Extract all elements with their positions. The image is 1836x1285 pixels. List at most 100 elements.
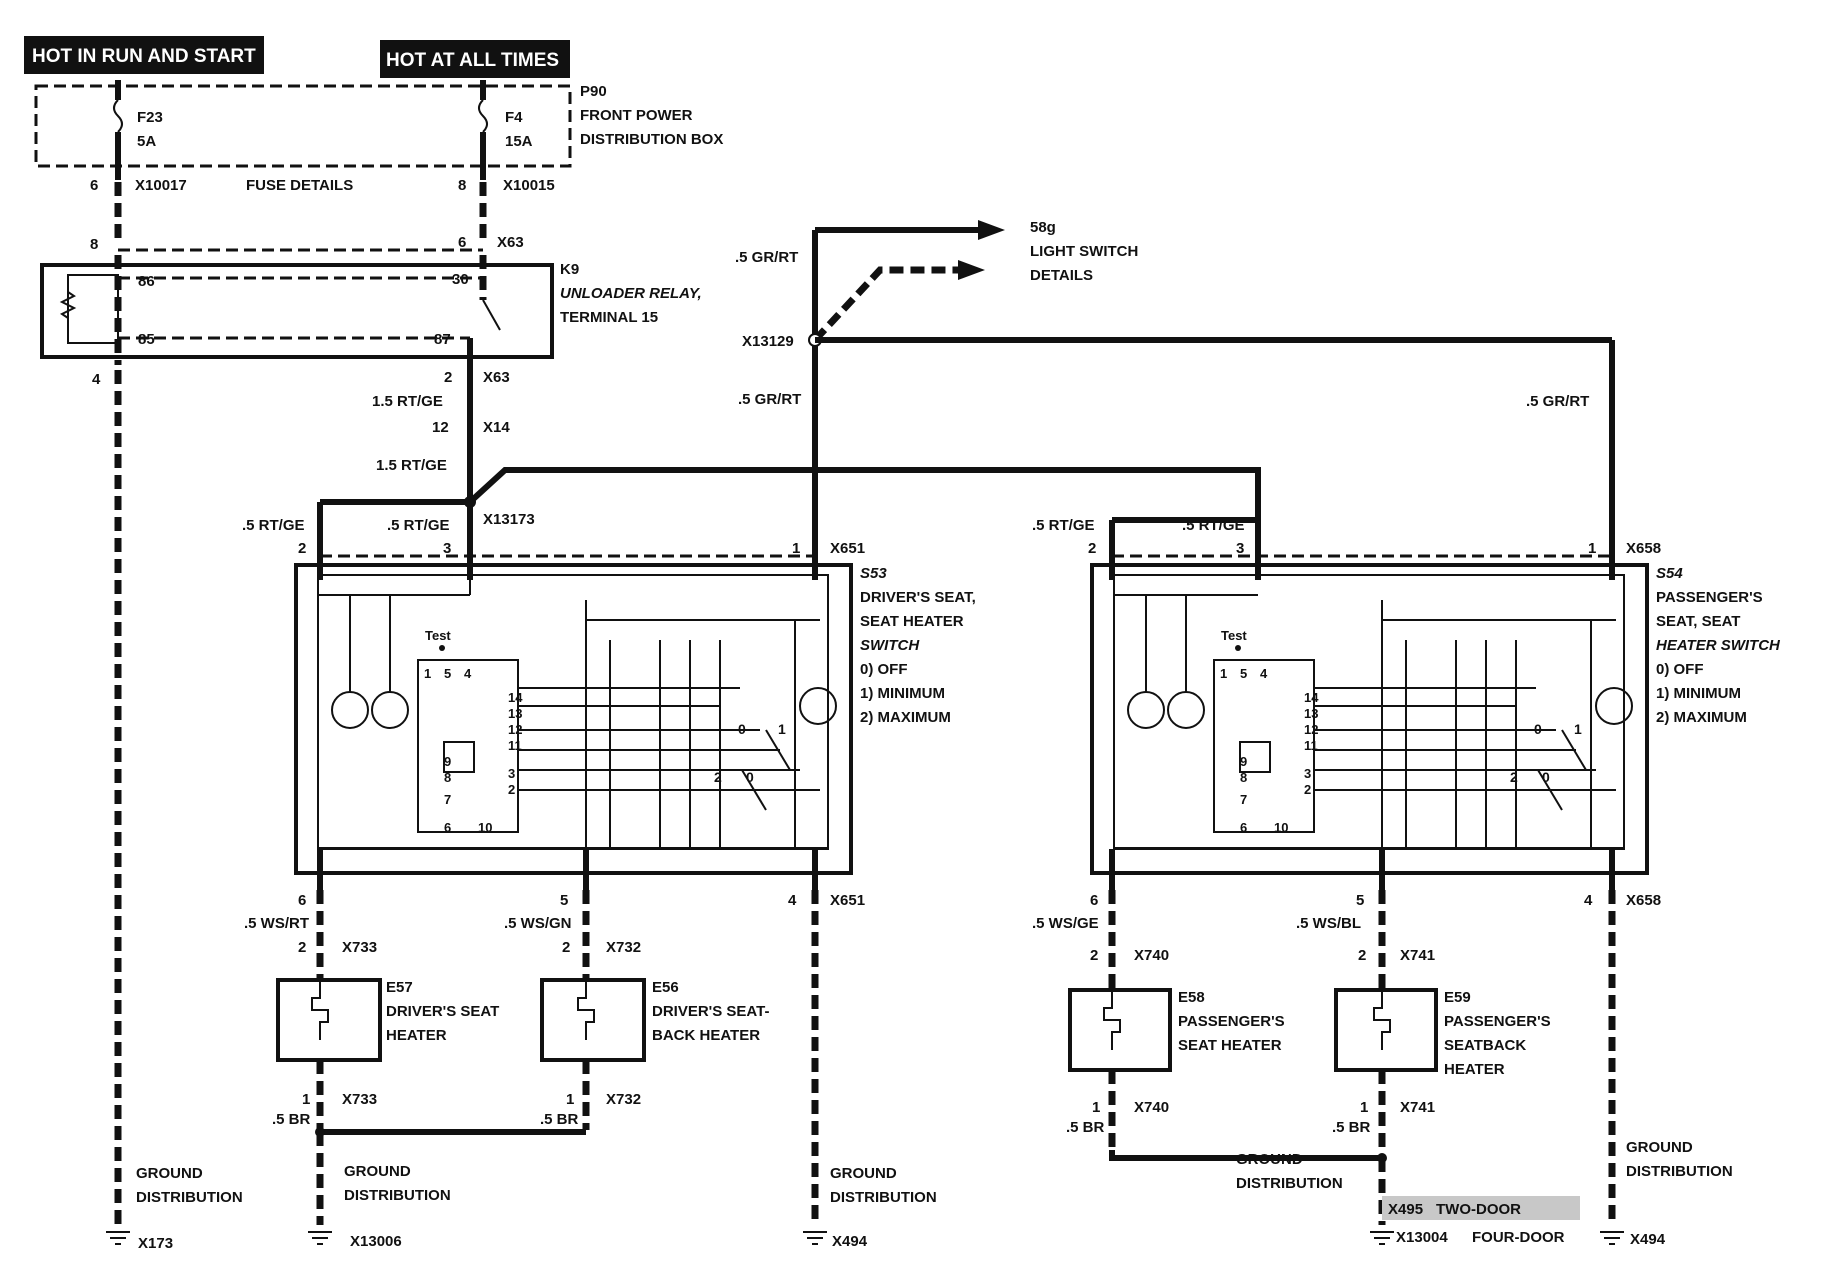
pas-switch-name-1: PASSENGER'S — [1656, 589, 1763, 606]
fuse-right-id: F4 — [505, 109, 523, 126]
relay-name-1: UNLOADER RELAY, — [560, 285, 702, 302]
relay-id: K9 — [560, 261, 579, 278]
ground-symbol-x13004 — [1370, 1231, 1394, 1245]
drv-ic-pin-6: 11 — [508, 738, 522, 753]
e56-conn-bot: X732 — [606, 1091, 641, 1108]
pas-pin-top-1: 1 — [1588, 540, 1596, 557]
drv-pos-1: 1 — [778, 721, 786, 737]
fuse-right-pin: 8 — [458, 177, 466, 194]
e57-id: E57 — [386, 979, 413, 996]
e58-box — [1068, 988, 1172, 1072]
fusebox-name-2: DISTRIBUTION BOX — [580, 131, 723, 148]
drv-conn-top: X651 — [830, 540, 865, 557]
fuse-left-pin: 6 — [90, 177, 98, 194]
feed-pin: 12 — [432, 419, 449, 436]
g1-label-1: GROUND — [136, 1165, 203, 1182]
e58-gnd-wire: .5 BR — [1066, 1119, 1105, 1136]
drv-ic-pin-9: 7 — [444, 792, 451, 807]
drv-ic-pin-0: 1 — [424, 666, 431, 681]
light-switch-id: 58g — [1030, 219, 1056, 236]
e59-conn-top: X741 — [1400, 947, 1435, 964]
drv-pin-bot-6: 6 — [298, 892, 306, 909]
g4-id-four-door: X13004 — [1396, 1229, 1448, 1246]
e56-pin-top: 2 — [562, 939, 570, 956]
feed-conn: X14 — [483, 419, 510, 436]
e59-id: E59 — [1444, 989, 1471, 1006]
pas-opt-0: 0) OFF — [1656, 661, 1704, 678]
g4-two-door: TWO-DOOR — [1436, 1201, 1521, 1218]
e58-conn-top: X740 — [1134, 947, 1169, 964]
drv-pin-bot-4: 4 — [788, 892, 797, 909]
g2-id: X13006 — [350, 1233, 402, 1250]
e57-name-2: HEATER — [386, 1027, 447, 1044]
drv-test-label: Test — [425, 628, 451, 643]
e58-pin-top: 2 — [1090, 947, 1098, 964]
header-all-times-bg — [380, 40, 570, 78]
fuse-details: FUSE DETAILS — [246, 177, 353, 194]
g4-id-two-door: X495 — [1388, 1201, 1423, 1218]
drv-ic-pin-8: 8 — [444, 770, 451, 785]
g2-label-2: DISTRIBUTION — [344, 1187, 451, 1204]
ground-symbol-x494b — [1600, 1231, 1624, 1245]
fuse-left-id: F23 — [137, 109, 163, 126]
ground-symbol-x494a — [803, 1231, 827, 1245]
drv-ic-pin-2: 4 — [464, 666, 472, 681]
pas-pos-0: 0 — [1534, 721, 1542, 737]
e59-pin-bot: 1 — [1360, 1099, 1368, 1116]
pas-ic-pin-5: 12 — [1304, 722, 1318, 737]
e57-pin-top: 2 — [298, 939, 306, 956]
e58-name-2: SEAT HEATER — [1178, 1037, 1282, 1054]
g3-id: X494 — [832, 1233, 868, 1250]
g4-four-door: FOUR-DOOR — [1472, 1229, 1565, 1246]
pas-ic-pin-3: 14 — [1304, 690, 1319, 705]
g1-label-2: DISTRIBUTION — [136, 1189, 243, 1206]
g3-label-2: DISTRIBUTION — [830, 1189, 937, 1206]
pas-ic-pin-11: 2 — [1304, 782, 1311, 797]
fuse-right-rating: 15A — [505, 133, 533, 150]
pas-pin-bot-4: 4 — [1584, 892, 1593, 909]
e59-name-3: HEATER — [1444, 1061, 1505, 1078]
relay-pin-87: 87 — [434, 331, 451, 348]
e57-conn-top: X733 — [342, 939, 377, 956]
e57-conn-bot: X733 — [342, 1091, 377, 1108]
fuse-left-rating: 5A — [137, 133, 156, 150]
drv-switch-id: S53 — [860, 565, 887, 582]
passenger-switch: Test 0 1 2 0 2 3 1 X658 6 5 4 X658 S54 P… — [1088, 540, 1781, 909]
two-door-highlight — [1382, 1196, 1580, 1220]
g4-label-1: GROUND — [1236, 1151, 1303, 1168]
drv-switch-name-3: SWITCH — [860, 637, 920, 654]
drv-pos-2: 2 — [714, 769, 722, 785]
drv-switch-name-1: DRIVER'S SEAT, — [860, 589, 976, 606]
drv-opt-1: 1) MINIMUM — [860, 685, 945, 702]
pas-pin-bot-5: 5 — [1356, 892, 1364, 909]
pas-switch-name-3: HEATER SWITCH — [1656, 637, 1781, 654]
relay-top-conn: X63 — [497, 234, 524, 251]
relay-box — [40, 263, 554, 359]
pas-ic-pin-7: 9 — [1240, 754, 1247, 769]
fusebox-id: P90 — [580, 83, 607, 100]
pas-ic-pin-13: 10 — [1274, 820, 1288, 835]
e59-gnd-wire: .5 BR — [1332, 1119, 1371, 1136]
pas-ic-pin-4: 13 — [1304, 706, 1318, 721]
drv-opt-2: 2) MAXIMUM — [860, 709, 951, 726]
pas-switch-name-2: SEAT, SEAT — [1656, 613, 1740, 630]
light-wire-right: .5 GR/RT — [1526, 393, 1589, 410]
drv-pos-0: 0 — [738, 721, 746, 737]
g5-id: X494 — [1630, 1231, 1666, 1248]
drv-ic-pin-10: 3 — [508, 766, 515, 781]
fuse-right-conn: X10015 — [503, 177, 555, 194]
light-splice: X13129 — [742, 333, 794, 350]
drv-pin-bot-5: 5 — [560, 892, 568, 909]
relay-top-left-pin: 8 — [90, 236, 98, 253]
drv-ic-pin-3: 14 — [508, 690, 523, 705]
relay-pin-86: 86 — [138, 273, 155, 290]
feed-wire-1: 1.5 RT/GE — [372, 393, 443, 410]
g5-label-2: DISTRIBUTION — [1626, 1163, 1733, 1180]
relay-top-right-pin: 6 — [458, 234, 466, 251]
drv-opt-0: 0) OFF — [860, 661, 908, 678]
pas-wire-pin3: .5 RT/GE — [1182, 517, 1245, 534]
relay-name-2: TERMINAL 15 — [560, 309, 658, 326]
relay-bottom-left-pin: 4 — [92, 371, 101, 388]
